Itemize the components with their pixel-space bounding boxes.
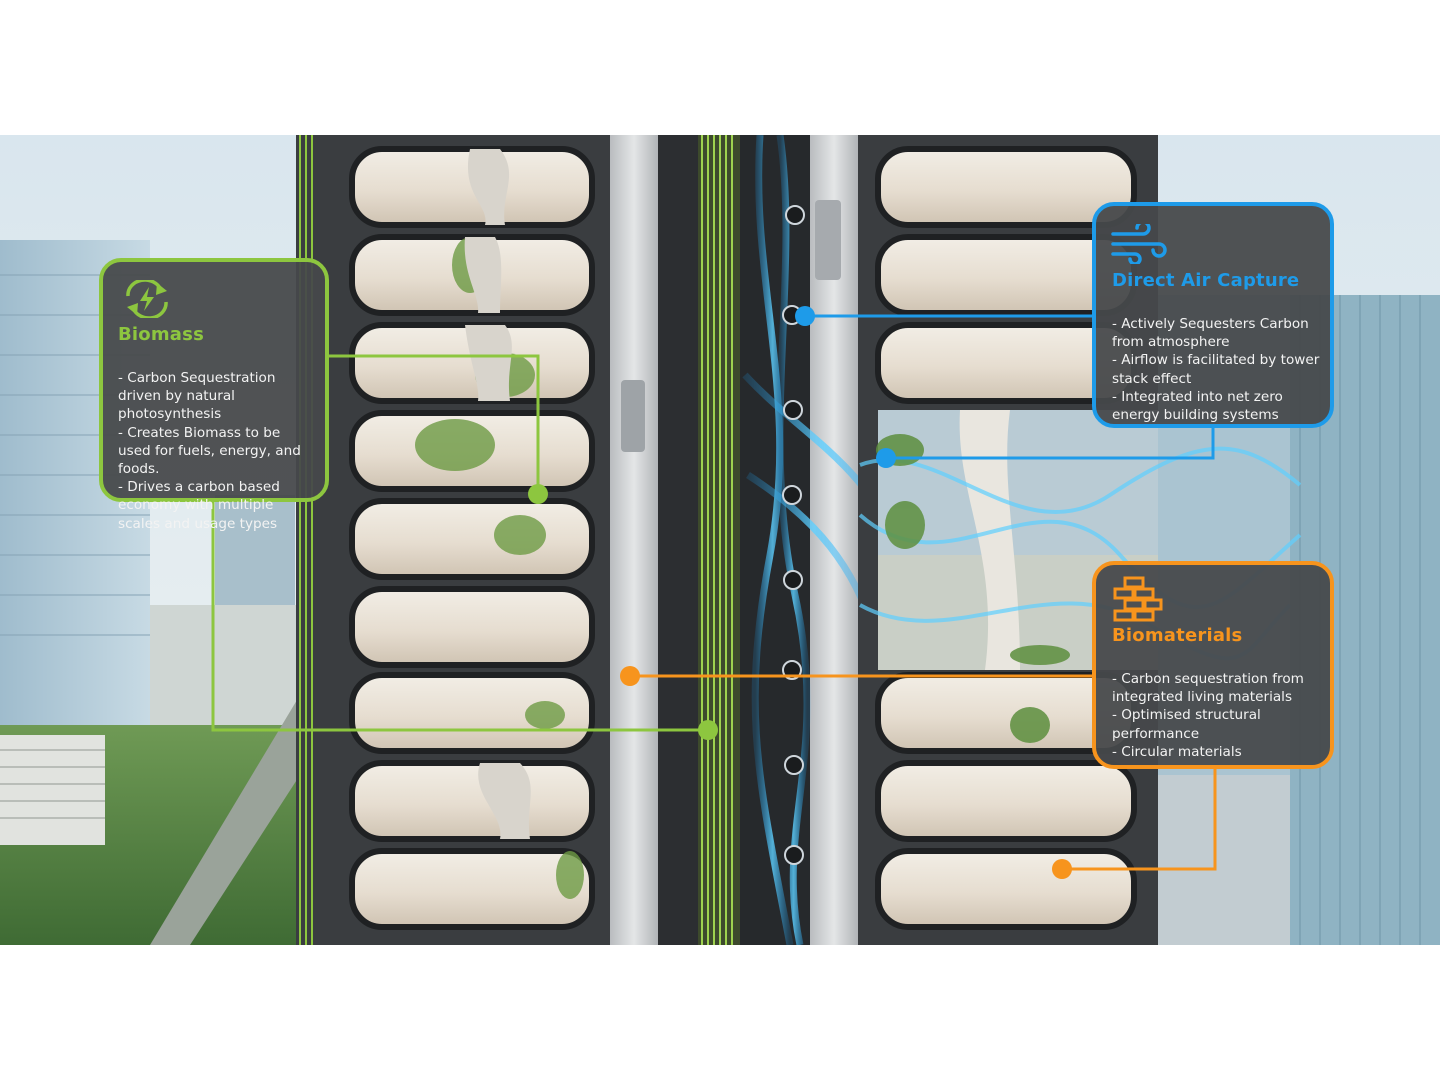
biomass-bullet: - Carbon Sequestration driven by natural…: [118, 370, 276, 423]
biomass-title: Biomass: [118, 324, 204, 345]
direct-air-capture-bullet-list: - Actively Sequesters Carbon from atmosp…: [1112, 315, 1320, 424]
brick-wall-icon: [1111, 575, 1165, 627]
wind-icon: [1111, 220, 1171, 268]
biomass-bullet: - Drives a carbon based economy with mul…: [118, 479, 280, 532]
biomaterials-callout: Biomaterials - Carbon sequestration from…: [1092, 561, 1334, 769]
biomaterials-bullet: - Optimised structural performance: [1112, 707, 1261, 742]
biomaterials-bullet-list: - Carbon sequestration from integrated l…: [1112, 670, 1320, 761]
biomass-bullet: - Creates Biomass to be used for fuels, …: [118, 424, 301, 478]
direct-air-capture-title: Direct Air Capture: [1112, 270, 1300, 291]
direct-air-capture-bullet: - Actively Sequesters Carbon from atmosp…: [1112, 316, 1309, 351]
biomaterials-title: Biomaterials: [1112, 625, 1243, 646]
biomaterials-bullet: - Circular materials: [1112, 743, 1242, 760]
recycle-energy-icon: [118, 278, 176, 322]
biomass-callout: Biomass - Carbon Sequestration driven by…: [99, 258, 329, 532]
direct-air-capture-bullet: - Airflow is facilitated by tower stack …: [1112, 352, 1320, 387]
biomass-bullet-list: - Carbon Sequestration driven by natural…: [118, 369, 313, 533]
direct-air-capture-bullet: - Integrated into net zero energy buildi…: [1112, 388, 1283, 424]
direct-air-capture-callout: Direct Air Capture - Actively Sequesters…: [1092, 202, 1334, 428]
biomaterials-bullet: - Carbon sequestration from integrated l…: [1112, 671, 1304, 706]
